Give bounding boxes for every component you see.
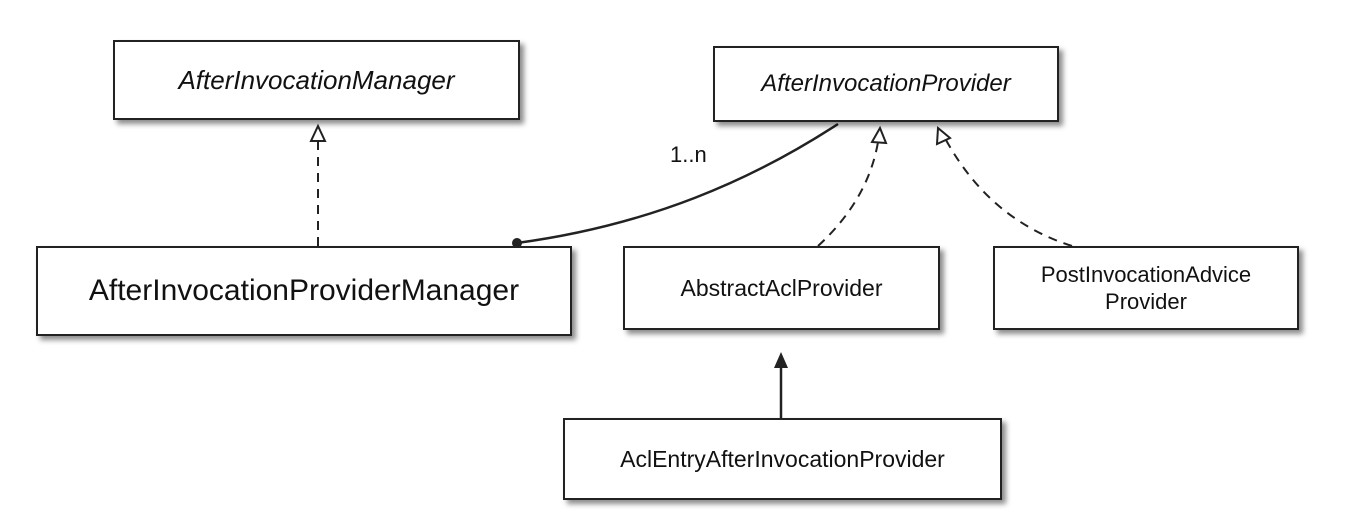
hollow-arrowhead: [309, 123, 327, 142]
hollow-arrowhead: [870, 125, 888, 145]
aggregation-end-dot: [512, 238, 522, 248]
class-after-invocation-manager: AfterInvocationManager: [113, 40, 520, 120]
class-name: AfterInvocationProvider: [761, 70, 1011, 97]
class-name-line-2: Provider: [1105, 289, 1187, 314]
generalization-acl-entry: [774, 352, 788, 418]
class-abstract-acl-provider: AbstractAclProvider: [623, 246, 940, 330]
class-acl-entry-after-invocation-provider: AclEntryAfterInvocationProvider: [563, 418, 1002, 500]
multiplicity-text: 1..n: [670, 142, 707, 167]
realization-post-invocation: [935, 125, 1073, 247]
class-name-line-1: PostInvocationAdvice: [1040, 261, 1252, 287]
aggregation-line: [516, 122, 839, 245]
class-post-invocation-advice-provider: PostInvocationAdvice Provider: [993, 246, 1299, 330]
class-after-invocation-provider: AfterInvocationProvider: [713, 46, 1059, 122]
class-name: AbstractAclProvider: [680, 274, 883, 301]
class-name: AfterInvocationProviderManager: [88, 274, 520, 308]
aggregation-providers: [512, 122, 839, 248]
hollow-arrowhead: [935, 125, 952, 146]
realization-manager: [309, 123, 327, 246]
realization-abstract-acl: [817, 125, 888, 247]
multiplicity-label: 1..n: [670, 142, 707, 168]
realization-abstract-acl-line: [817, 141, 879, 247]
class-after-invocation-provider-manager: AfterInvocationProviderManager: [36, 246, 572, 336]
filled-arrowhead: [774, 352, 788, 368]
realization-post-invocation-line: [945, 139, 1073, 247]
class-name: AclEntryAfterInvocationProvider: [620, 445, 945, 472]
class-name: AfterInvocationManager: [178, 64, 455, 95]
